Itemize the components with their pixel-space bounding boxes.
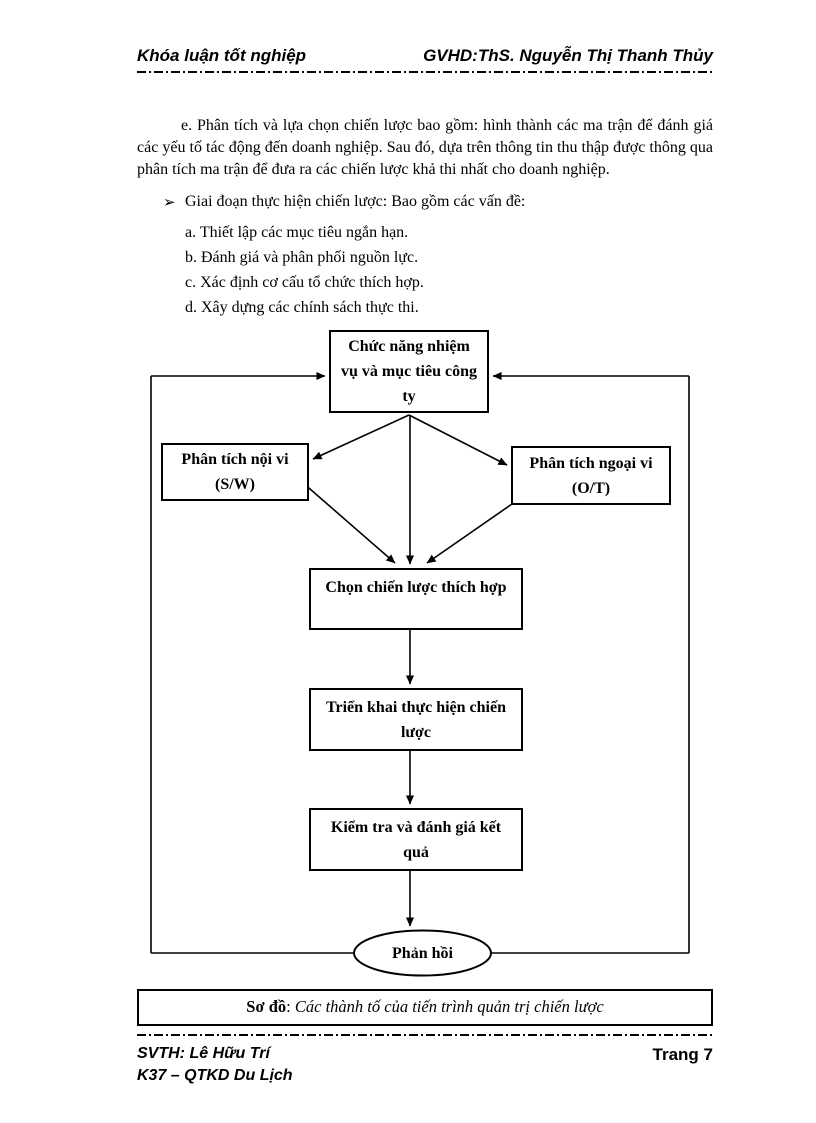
flowchart-box-evaluate-results: Kiểm tra và đánh giá kết quả [309, 808, 523, 871]
arrow-external-to-choose [426, 503, 513, 564]
arrow-internal-to-choose [301, 481, 396, 564]
footer-class: K37 – QTKD Du Lịch [137, 1067, 293, 1084]
flowchart-connectors [150, 371, 690, 977]
header-left-title: Khóa luận tốt nghiệp [137, 46, 307, 65]
footer-author-block: SVTH: Lê Hữu Trí K37 – QTKD Du Lịch [137, 1043, 293, 1087]
bullet-arrow-icon: ➢ [163, 195, 176, 211]
caption-separator: : [286, 997, 295, 1016]
body-paragraph: e. Phân tích và lựa chọn chiến lược bao … [137, 117, 713, 178]
page-content: Khóa luận tốt nghiệp GVHD:ThS. Nguyễn Th… [137, 46, 713, 1087]
feedback-ellipse-shape [353, 929, 492, 977]
list-item: d. Xây dựng các chính sách thực thi. [185, 299, 419, 316]
diagram-caption: Sơ đồ: Các thành tố của tiến trình quản … [137, 989, 713, 1026]
footer-divider [137, 1034, 713, 1036]
bullet-text: Giai đoạn thực hiện chiến lược: Bao gồm … [185, 193, 526, 210]
arrow-top-to-internal [312, 414, 410, 460]
list-item: b. Đánh giá và phân phối nguồn lực. [185, 249, 419, 266]
flowchart-box-choose-strategy: Chọn chiến lược thích hợp [309, 568, 523, 630]
flowchart-feedback-label: Phản hồi [392, 944, 453, 962]
flowchart-box-external-analysis: Phân tích ngoại vi (O/T) [511, 446, 671, 505]
flowchart-box-mission: Chức năng nhiệm vụ và mục tiêu công ty [329, 330, 489, 413]
arrow-top-to-external [408, 414, 508, 466]
footer-author: SVTH: Lê Hữu Trí [137, 1045, 270, 1062]
bullet-line: ➢ Giai đoạn thực hiện chiến lược: Bao gồ… [163, 193, 713, 212]
header-right-advisor: GVHD:ThS. Nguyễn Thị Thanh Thủy [423, 46, 713, 65]
list-item: a. Thiết lập các mục tiêu ngắn hạn. [185, 224, 409, 241]
flowchart-box-implement-strategy: Triển khai thực hiện chiến lược [309, 688, 523, 751]
page-number: Trang 7 [652, 1045, 713, 1064]
page-footer: SVTH: Lê Hữu Trí K37 – QTKD Du Lịch Tran… [137, 1043, 713, 1087]
header-divider [137, 71, 713, 73]
lettered-list: a. Thiết lập các mục tiêu ngắn hạn. b. Đ… [185, 220, 713, 320]
flowchart-box-internal-analysis: Phân tích nội vi (S/W) [161, 443, 309, 501]
caption-text: Các thành tố của tiến trình quản trị chi… [294, 997, 604, 1016]
page-header: Khóa luận tốt nghiệp GVHD:ThS. Nguyễn Th… [137, 46, 713, 66]
strategy-process-flowchart: Chức năng nhiệm vụ và mục tiêu công ty P… [139, 325, 719, 980]
caption-label: Sơ đồ [246, 997, 287, 1016]
list-item: c. Xác định cơ cấu tổ chức thích hợp. [185, 274, 424, 291]
